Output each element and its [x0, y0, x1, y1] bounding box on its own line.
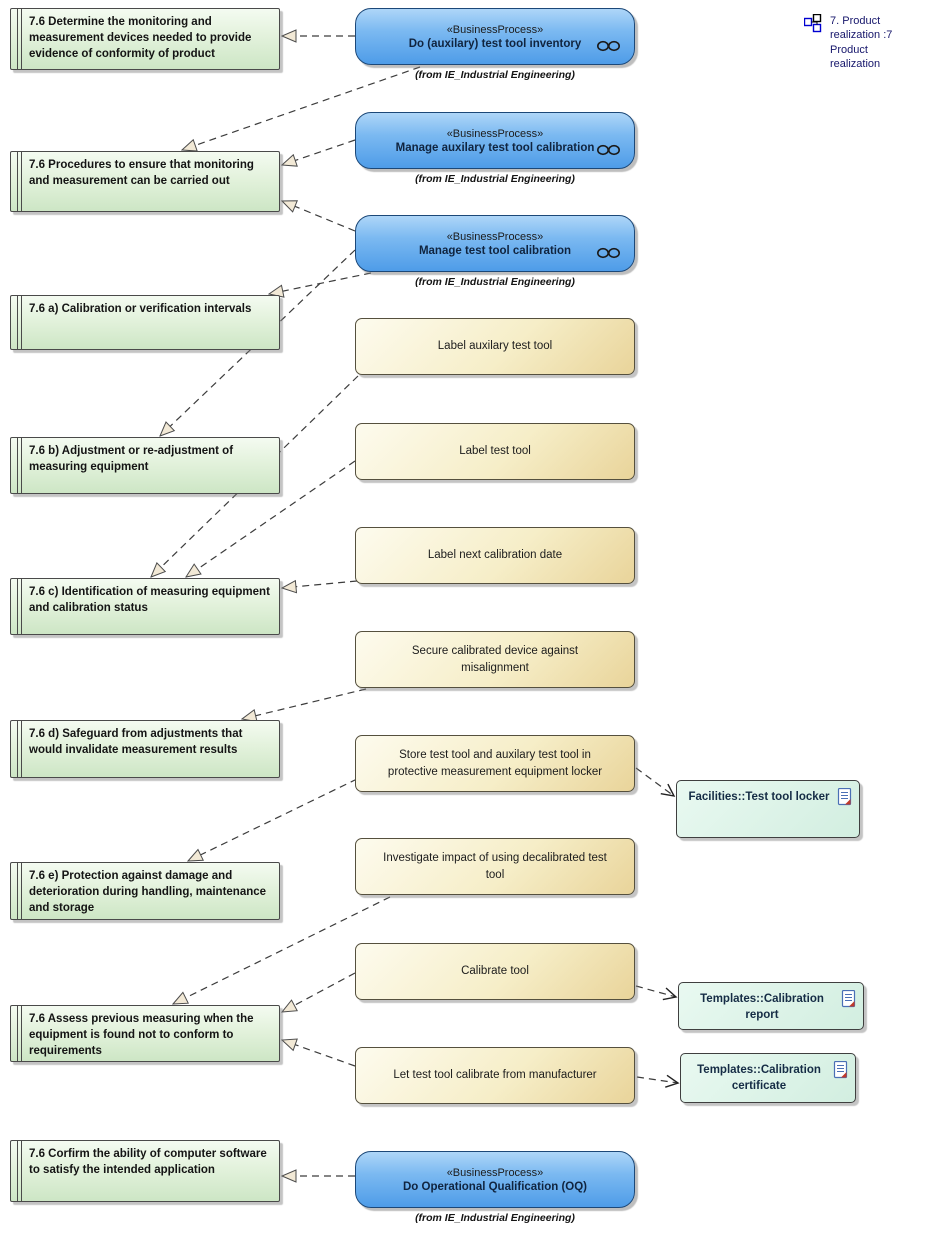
chain-link-icon — [596, 246, 622, 264]
requirement-box[interactable]: 7.6 a) Calibration or verification inter… — [10, 295, 280, 350]
requirement-box[interactable]: 7.6 c) Identification of measuring equip… — [10, 578, 280, 635]
realization-connector[interactable] — [186, 460, 356, 577]
activity-box[interactable]: Label next calibration date — [355, 527, 635, 584]
business-process-box[interactable]: «BusinessProcess» Do Operational Qualifi… — [355, 1151, 635, 1208]
chain-link-icon — [596, 39, 622, 57]
requirement-text: 7.6 b) Adjustment or re-adjustment of me… — [29, 445, 234, 474]
requirement-box[interactable]: 7.6 b) Adjustment or re-adjustment of me… — [10, 437, 280, 494]
stereotype-label: «BusinessProcess» — [446, 1166, 544, 1179]
realization-connector[interactable] — [282, 139, 356, 165]
requirement-text: 7.6 Determine the monitoring and measure… — [29, 16, 252, 61]
process-name: Do (auxilary) test tool inventory — [408, 37, 582, 50]
document-icon — [833, 1060, 848, 1086]
stereotype-label: «BusinessProcess» — [446, 127, 544, 140]
activity-box[interactable]: Investigate impact of using decalibrated… — [355, 838, 635, 895]
business-process-box[interactable]: «BusinessProcess» Do (auxilary) test too… — [355, 8, 635, 65]
diagram-icon — [803, 13, 824, 71]
realization-connector[interactable] — [282, 972, 356, 1012]
process-name: Do Operational Qualification (OQ) — [402, 1180, 587, 1193]
business-process-box[interactable]: «BusinessProcess» Manage test tool calib… — [355, 215, 635, 272]
process-name: Manage test tool calibration — [418, 244, 572, 257]
dependency-connector[interactable] — [635, 985, 678, 1001]
document-icon — [841, 989, 856, 1015]
artifact-box[interactable]: Templates::Calibration report — [678, 982, 864, 1030]
stereotype-label: «BusinessProcess» — [446, 23, 544, 36]
requirement-box[interactable]: 7.6 d) Safeguard from adjustments that w… — [10, 720, 280, 778]
diagram-reference-label: 7. Product realization :7 Product realiz… — [830, 15, 893, 70]
realization-connector[interactable] — [173, 896, 391, 1004]
requirement-text: 7.6 Procedures to ensure that monitoring… — [29, 159, 254, 188]
realization-connector[interactable] — [242, 688, 367, 719]
from-package-label: (from IE_Industrial Engineering) — [415, 276, 575, 288]
requirement-box[interactable]: 7.6 Corfirm the ability of computer soft… — [10, 1140, 280, 1202]
requirement-text: 7.6 a) Calibration or verification inter… — [29, 303, 252, 315]
artifact-box[interactable]: Templates::Calibration certificate — [680, 1053, 856, 1103]
chain-link-icon — [596, 143, 622, 161]
from-package-label: (from IE_Industrial Engineering) — [415, 1212, 575, 1224]
activity-box[interactable]: Calibrate tool — [355, 943, 635, 1000]
dependency-connector[interactable] — [635, 767, 676, 797]
dependency-connector[interactable] — [636, 1074, 680, 1088]
requirement-text: 7.6 Assess previous measuring when the e… — [29, 1013, 254, 1058]
requirement-text: 7.6 e) Protection against damage and det… — [29, 870, 267, 915]
activity-box[interactable]: Label test tool — [355, 423, 635, 480]
activity-box[interactable]: Store test tool and auxilary test tool i… — [355, 735, 635, 792]
realization-connector[interactable] — [282, 201, 356, 232]
stereotype-label: «BusinessProcess» — [446, 230, 544, 243]
requirement-box[interactable]: 7.6 Procedures to ensure that monitoring… — [10, 151, 280, 212]
document-icon — [837, 787, 852, 813]
realization-connector[interactable] — [282, 581, 358, 588]
realization-connector[interactable] — [282, 1040, 356, 1067]
activity-box[interactable]: Let test tool calibrate from manufacture… — [355, 1047, 635, 1104]
realization-connector[interactable] — [188, 778, 358, 861]
realization-connector[interactable] — [182, 66, 421, 150]
requirement-box[interactable]: 7.6 e) Protection against damage and det… — [10, 862, 280, 920]
requirement-box[interactable]: 7.6 Determine the monitoring and measure… — [10, 8, 280, 70]
business-process-box[interactable]: «BusinessProcess» Manage auxilary test t… — [355, 112, 635, 169]
requirement-text: 7.6 d) Safeguard from adjustments that w… — [29, 728, 243, 757]
requirement-text: 7.6 Corfirm the ability of computer soft… — [29, 1148, 267, 1177]
requirement-text: 7.6 c) Identification of measuring equip… — [29, 586, 270, 615]
diagram-reference[interactable]: 7. Product realization :7 Product realiz… — [803, 13, 906, 71]
from-package-label: (from IE_Industrial Engineering) — [415, 69, 575, 81]
from-package-label: (from IE_Industrial Engineering) — [415, 173, 575, 185]
artifact-box[interactable]: Facilities::Test tool locker — [676, 780, 860, 838]
requirement-box[interactable]: 7.6 Assess previous measuring when the e… — [10, 1005, 280, 1062]
artifact-name: Templates::Calibration report — [700, 993, 824, 1021]
activity-box[interactable]: Label auxilary test tool — [355, 318, 635, 375]
activity-box[interactable]: Secure calibrated device against misalig… — [355, 631, 635, 688]
artifact-name: Templates::Calibration certificate — [697, 1064, 821, 1092]
process-name: Manage auxilary test tool calibration — [395, 141, 595, 154]
artifact-name: Facilities::Test tool locker — [688, 791, 830, 803]
